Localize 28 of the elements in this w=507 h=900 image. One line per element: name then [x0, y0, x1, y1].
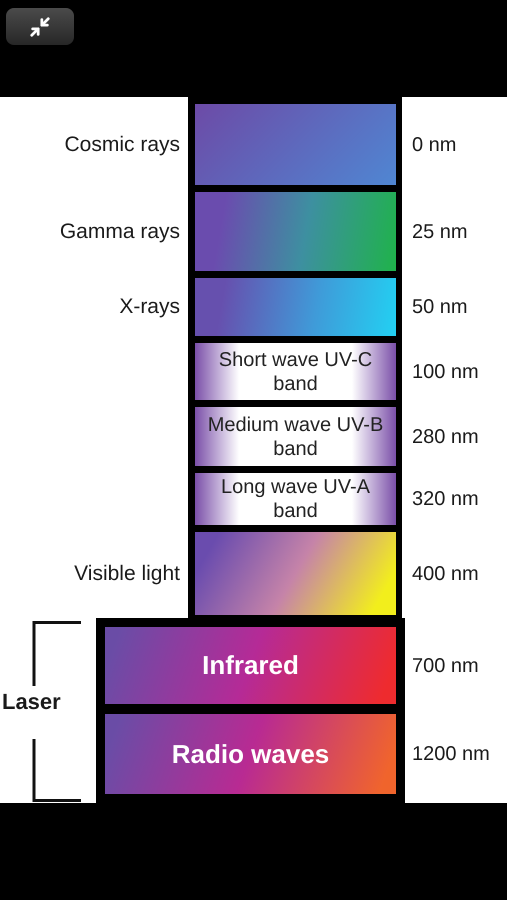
band-label: Medium wave UV-B band: [206, 412, 384, 460]
wavelength-label: 0 nm: [412, 134, 456, 154]
band-label: Long wave UV-A band: [220, 475, 371, 523]
band-name: Cosmic rays: [64, 134, 180, 154]
band-label: Radio waves: [172, 738, 330, 770]
wavelength-label: 280 nm: [412, 426, 479, 446]
band-label: Infrared: [202, 649, 299, 682]
wavelength-label: 700 nm: [412, 656, 479, 676]
band-name: Gamma rays: [60, 220, 180, 242]
color-band: [195, 278, 396, 336]
wavelength-label: 50 nm: [412, 297, 468, 317]
wavelength-label: 320 nm: [412, 489, 479, 509]
spectrum-band: [195, 407, 396, 466]
wavelength-label: 1200 nm: [412, 744, 490, 764]
color-band: [195, 192, 396, 271]
band-name: X-rays: [119, 296, 180, 317]
group-label: Laser: [2, 691, 61, 713]
band-name: Visible light: [74, 562, 180, 584]
spectrum-band: [105, 714, 396, 794]
wavelength-label: 100 nm: [412, 362, 479, 382]
spectrum-band: [195, 473, 396, 525]
wavelength-label: 400 nm: [412, 564, 479, 584]
color-band: [195, 532, 396, 615]
spectrum-band: [195, 343, 396, 400]
spectrum-band: [105, 627, 396, 704]
color-band: [195, 104, 396, 185]
wavelength-label: 25 nm: [412, 222, 468, 242]
band-label: Short wave UV-C band: [218, 348, 374, 396]
